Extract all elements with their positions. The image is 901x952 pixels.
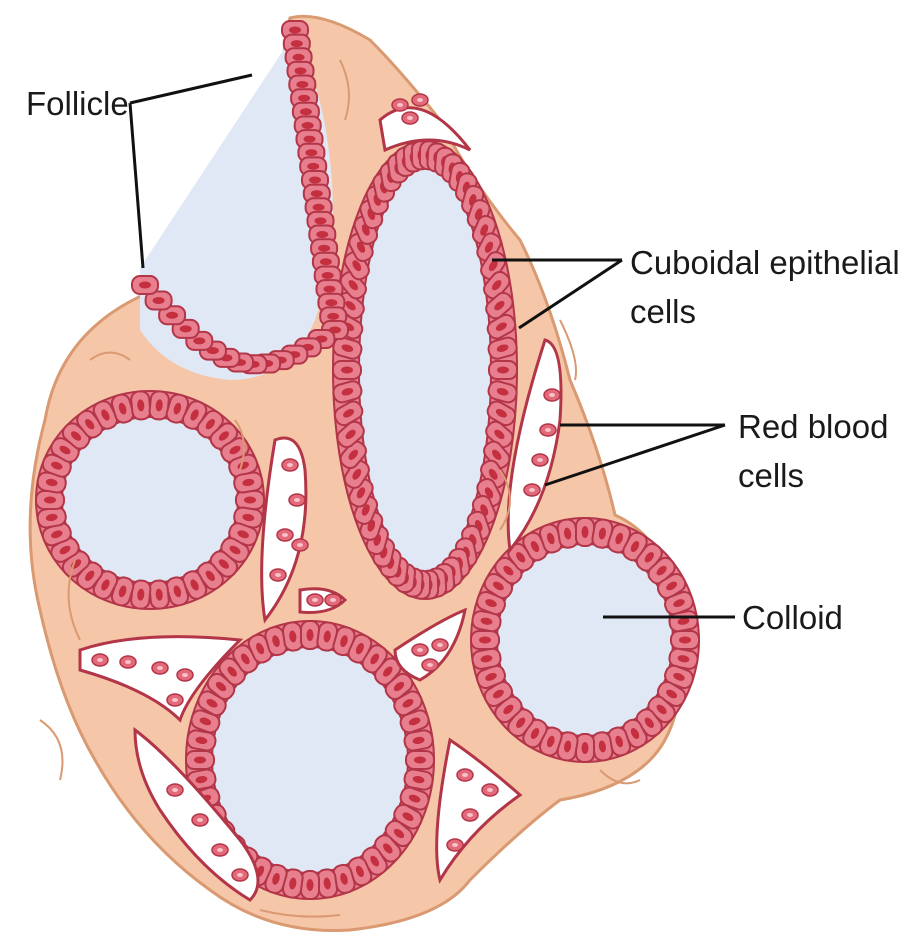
red-blood-cell-center — [312, 598, 318, 602]
cell-nucleus — [194, 757, 206, 764]
cell-nucleus — [313, 204, 325, 211]
red-blood-cell-center — [237, 873, 243, 877]
cuboidal-cell — [333, 361, 361, 379]
cell-nucleus — [582, 526, 589, 538]
cuboidal-cell — [186, 751, 214, 769]
cell-nucleus — [320, 258, 332, 265]
label-colloid: Colloid — [742, 598, 843, 638]
cuboidal-cell — [576, 734, 594, 762]
follicle-3 — [471, 518, 699, 762]
cell-nucleus — [302, 122, 314, 129]
cell-nucleus — [307, 629, 314, 641]
red-blood-cell-center — [197, 818, 203, 822]
cell-nucleus — [327, 313, 339, 320]
red-blood-cell-center — [452, 843, 458, 847]
red-blood-cell-center — [182, 673, 188, 677]
cell-nucleus — [193, 337, 205, 344]
follicle-colloid — [497, 544, 673, 736]
cell-nucleus — [300, 108, 312, 115]
cell-nucleus — [315, 217, 327, 224]
cell-nucleus — [293, 54, 305, 61]
red-blood-cell-center — [172, 698, 178, 702]
cell-nucleus — [497, 367, 509, 374]
tissue-section — [30, 16, 699, 930]
cell-nucleus — [44, 497, 56, 504]
cuboidal-cell — [489, 361, 517, 379]
cell-nucleus — [296, 81, 308, 88]
red-blood-cell-center — [462, 773, 468, 777]
cell-nucleus — [153, 297, 165, 304]
cell-nucleus — [679, 637, 691, 644]
cell-nucleus — [318, 245, 330, 252]
cell-nucleus — [307, 879, 314, 891]
red-blood-cell-center — [397, 103, 403, 107]
cell-nucleus — [582, 742, 589, 754]
cell-nucleus — [324, 286, 336, 293]
red-blood-cell-center — [330, 598, 336, 602]
red-blood-cell-center — [545, 428, 551, 432]
cell-nucleus — [414, 757, 426, 764]
red-blood-cell-center — [549, 393, 555, 397]
red-blood-cell-center — [297, 543, 303, 547]
label-cuboidal-cells: cells — [630, 292, 696, 332]
cuboidal-cell — [36, 491, 64, 509]
red-blood-cell-center — [407, 116, 413, 120]
label-cuboidal-epithelial: Cuboidal epithelial — [630, 243, 900, 283]
red-blood-cell-center — [467, 813, 473, 817]
cell-nucleus — [479, 637, 491, 644]
label-red-blood-cells: cells — [738, 456, 804, 496]
red-blood-cell-center — [217, 848, 223, 852]
red-blood-cell-center — [417, 98, 423, 102]
cuboidal-cell — [671, 631, 699, 649]
cell-nucleus — [325, 299, 337, 306]
cuboidal-cell — [406, 751, 434, 769]
fiber-strand — [40, 720, 63, 780]
label-red-blood: Red blood — [738, 407, 888, 447]
cuboidal-cell — [132, 276, 158, 294]
cell-nucleus — [307, 163, 319, 170]
red-blood-cell-center — [97, 658, 103, 662]
cuboidal-cell — [301, 621, 319, 649]
red-blood-cell-center — [487, 788, 493, 792]
red-blood-cell-center — [125, 660, 131, 664]
red-blood-cell-center — [157, 666, 163, 670]
cell-nucleus — [289, 27, 301, 34]
cell-nucleus — [316, 231, 328, 238]
red-blood-cell-center — [529, 488, 535, 492]
cell-nucleus — [295, 67, 307, 74]
cuboidal-cell — [301, 871, 319, 899]
cell-nucleus — [298, 95, 310, 102]
red-blood-cell-center — [275, 573, 281, 577]
cuboidal-cell — [576, 518, 594, 546]
cuboidal-cell — [149, 580, 170, 610]
cell-nucleus — [291, 40, 303, 47]
red-blood-cell-center — [294, 498, 300, 502]
cell-nucleus — [304, 136, 316, 143]
red-blood-cell-center — [282, 533, 288, 537]
follicle-colloid — [359, 167, 491, 573]
red-blood-cell-center — [437, 643, 443, 647]
follicle-2 — [331, 141, 518, 599]
cell-nucleus — [322, 272, 334, 279]
cell-nucleus — [311, 190, 323, 197]
cuboidal-cell — [236, 491, 264, 509]
cell-nucleus — [244, 497, 256, 504]
red-blood-cell-center — [427, 663, 433, 667]
label-follicle: Follicle — [26, 84, 129, 124]
cuboidal-cell — [130, 391, 151, 421]
red-blood-cell-center — [537, 458, 543, 462]
cell-nucleus — [309, 177, 321, 184]
cell-nucleus — [341, 367, 353, 374]
red-blood-cell-center — [417, 648, 423, 652]
cell-nucleus — [139, 282, 151, 289]
red-blood-cell-center — [287, 463, 293, 467]
cell-nucleus — [180, 325, 192, 332]
cuboidal-cell — [471, 631, 499, 649]
cell-nucleus — [166, 312, 178, 319]
cell-nucleus — [305, 149, 317, 156]
red-blood-cell-center — [172, 788, 178, 792]
